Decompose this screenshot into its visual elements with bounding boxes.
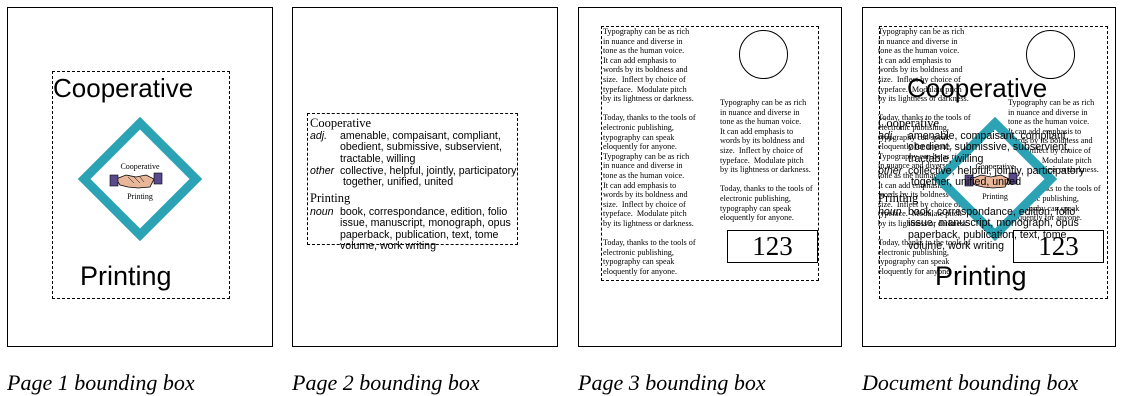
entry-cooperative-headword: Cooperative [310, 116, 372, 130]
document-entry-printing-pos-noun: noun [878, 206, 902, 218]
handshake-icon [109, 172, 163, 189]
page-3-page-number-box: 123 [727, 230, 818, 263]
document-entry-cooperative-other-definition: collective, helpful, jointly, participat… [908, 165, 1085, 189]
document-bounding-box [879, 26, 1108, 299]
document-layer-circle-graphic [1026, 30, 1075, 79]
page-2-frame: Cooperative adj. amenable, compaisant, c… [292, 7, 558, 347]
page-3-text-column-left: Typography can be as rich in nuance and … [603, 27, 696, 276]
page-1-title-top: Cooperative [53, 73, 194, 103]
page-2-bounding-box [307, 113, 518, 245]
document-layer-definitions: Cooperative adj. amenable, compaisant, c… [878, 116, 1103, 252]
document-entry-cooperative-adj-definition: amenable, compaisant, compliant, obedien… [908, 130, 1070, 165]
document-logo-top-word: Cooperative [975, 162, 1015, 171]
page-3-text-column-right: Typography can be as rich in nuance and … [720, 98, 813, 223]
page-1-frame: Cooperative Printing Cooperative Printin… [7, 7, 273, 347]
entry-printing-noun-definition: book, correspondance, edition, folio iss… [340, 206, 511, 253]
page-3-circle-graphic [739, 30, 788, 79]
caption-page-2: Page 2 bounding box [292, 370, 480, 395]
caption-page-3: Page 3 bounding box [578, 370, 766, 395]
document-entry-printing-headword: Printing [878, 191, 919, 205]
entry-printing-pos-noun: noun [310, 206, 334, 218]
dictionary-definitions: Cooperative adj. amenable, compaisant, c… [310, 116, 520, 252]
document-layer-text-column-left: Typography can be as rich in nuance and … [878, 27, 971, 276]
entry-cooperative-other-definition: collective, helpful, jointly, participat… [340, 165, 517, 189]
document-entry-printing-noun-definition: book, correspondance, edition, folio iss… [908, 206, 1079, 253]
page-3-frame: Typography can be as rich in nuance and … [578, 7, 842, 347]
page-1-bounding-box [52, 71, 230, 299]
caption-page-1: Page 1 bounding box [7, 370, 195, 395]
page-3-bounding-box [601, 26, 819, 281]
document-layer-title-top: Cooperative [907, 73, 1048, 103]
logo-bottom-word: Printing [127, 192, 153, 201]
entry-cooperative-adj-definition: amenable, compaisant, compliant, obedien… [340, 130, 502, 165]
page-1-title-bottom: Printing [80, 261, 172, 291]
document-entry-cooperative-headword: Cooperative [878, 116, 940, 130]
logo-top-word: Cooperative [120, 162, 160, 171]
document-layer-logo: Cooperative Printing [933, 117, 1057, 241]
document-logo-bottom-word: Printing [982, 192, 1008, 201]
document-layer-page-number-box: 123 [1013, 230, 1104, 263]
document-frame: Typography can be as rich in nuance and … [862, 7, 1116, 347]
entry-cooperative-pos-adj: adj. [310, 130, 328, 142]
document-layer-title-bottom: Printing [935, 261, 1027, 291]
document-handshake-icon [964, 172, 1018, 189]
entry-cooperative-pos-other: other [310, 165, 335, 177]
document-entry-cooperative-pos-adj: adj. [878, 130, 896, 142]
caption-document: Document bounding box [862, 370, 1079, 395]
entry-printing-headword: Printing [310, 191, 351, 205]
document-entry-cooperative-pos-other: other [878, 165, 903, 177]
cooperative-printing-logo: Cooperative Printing [78, 117, 202, 241]
